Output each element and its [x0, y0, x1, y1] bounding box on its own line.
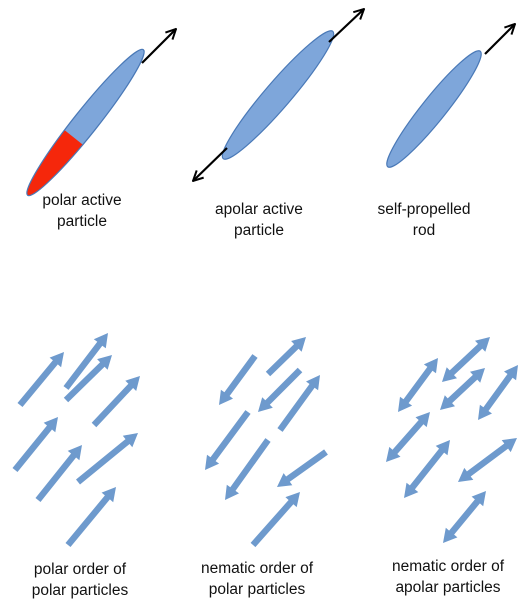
polar-head — [18, 124, 90, 203]
double-arrow-icon — [398, 358, 438, 412]
arrow-icon — [91, 376, 140, 428]
double-arrow-icon-tail — [193, 147, 228, 181]
double-arrow-icon — [458, 438, 517, 482]
arrow-icon — [219, 354, 258, 405]
arrow-icon — [63, 333, 108, 390]
double-arrow-icon — [440, 368, 485, 410]
rod-body — [221, 30, 335, 160]
double-arrow-icon — [442, 337, 490, 382]
nematic-polar-order-panel — [205, 337, 328, 548]
arrow-icon — [17, 352, 64, 407]
double-arrow-icon — [443, 491, 486, 543]
self-propelled-rod-label: self-propelled rod — [349, 199, 499, 241]
double-arrow-icon — [328, 9, 364, 43]
arrow-icon — [277, 375, 320, 432]
single-arrow-icon — [141, 29, 176, 64]
arrow-icon — [35, 445, 82, 502]
arrow-icon — [205, 410, 251, 470]
nematic-apolar-order-panel — [386, 337, 518, 543]
label-line-1: self-propelled — [377, 201, 471, 218]
label-line-1: polar active — [42, 192, 122, 209]
double-arrow-icon — [404, 440, 450, 498]
rod-outline — [26, 48, 145, 197]
arrow-icon — [63, 355, 112, 403]
self-propelled-rod — [386, 24, 515, 168]
label-line-2: polar particles — [208, 581, 306, 598]
arrow-icon — [258, 367, 303, 412]
arrow-icon — [225, 438, 271, 500]
label-line-1: polar order of — [33, 561, 127, 578]
label-line-2: particle — [234, 222, 284, 239]
double-arrow-icon — [478, 365, 518, 420]
label-line-1: apolar active — [215, 201, 303, 218]
label-line-1: nematic order of — [201, 560, 313, 577]
label-line-1: nematic order of — [392, 558, 504, 575]
arrow-icon — [277, 449, 328, 487]
nematic-polar-order-label: nematic order of polar particles — [182, 558, 332, 600]
arrow-icon — [265, 337, 306, 377]
arrow-icon — [65, 487, 116, 547]
label-line-2: apolar particles — [395, 579, 501, 596]
arrow-icon — [76, 433, 138, 485]
arrow-icon — [250, 492, 300, 548]
rod-body — [386, 50, 482, 168]
apolar-active-particle-label: apolar active particle — [184, 199, 334, 241]
polar-order-label: polar order of polar particles — [5, 559, 155, 601]
apolar-active-particle — [193, 9, 364, 181]
polar-order-panel — [12, 333, 140, 547]
arrow-icon — [12, 417, 58, 472]
label-line-2: polar particles — [31, 582, 129, 599]
polar-active-particle — [18, 29, 176, 203]
nematic-apolar-order-label: nematic order of apolar particles — [373, 556, 521, 598]
single-arrow-icon — [484, 24, 515, 55]
double-arrow-icon — [386, 412, 430, 462]
label-line-2: particle — [57, 213, 107, 230]
polar-active-particle-label: polar active particle — [7, 190, 157, 232]
label-line-2: rod — [412, 222, 436, 239]
